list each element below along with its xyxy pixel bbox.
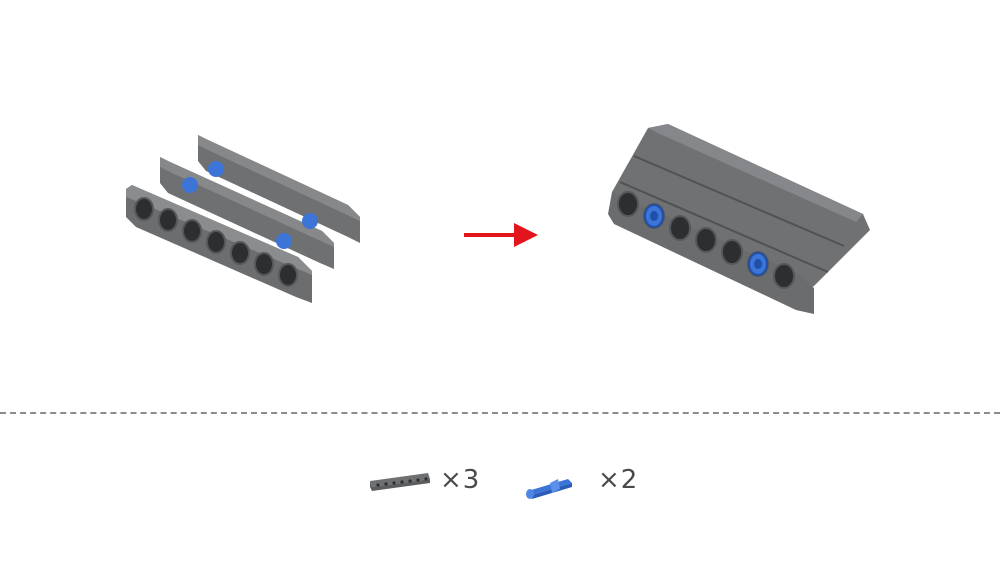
part-beam: ×3 xyxy=(368,455,488,515)
pin-blue-right xyxy=(276,213,318,249)
section-divider xyxy=(0,412,1000,414)
pin-blue-left xyxy=(182,161,224,193)
parts-list: ×3 ×2 xyxy=(0,455,1000,515)
pin-quantity: ×2 xyxy=(598,465,639,495)
part-pin: ×2 xyxy=(522,455,652,515)
beams-separate-illustration xyxy=(126,135,360,303)
beam-back xyxy=(198,135,360,243)
pin-icon xyxy=(526,479,572,499)
beam-7-icon xyxy=(370,473,430,491)
beams-assembled-illustration xyxy=(608,124,870,314)
arrow-right-icon xyxy=(464,223,538,247)
beam-quantity: ×3 xyxy=(440,465,481,495)
beam-front xyxy=(126,185,312,303)
